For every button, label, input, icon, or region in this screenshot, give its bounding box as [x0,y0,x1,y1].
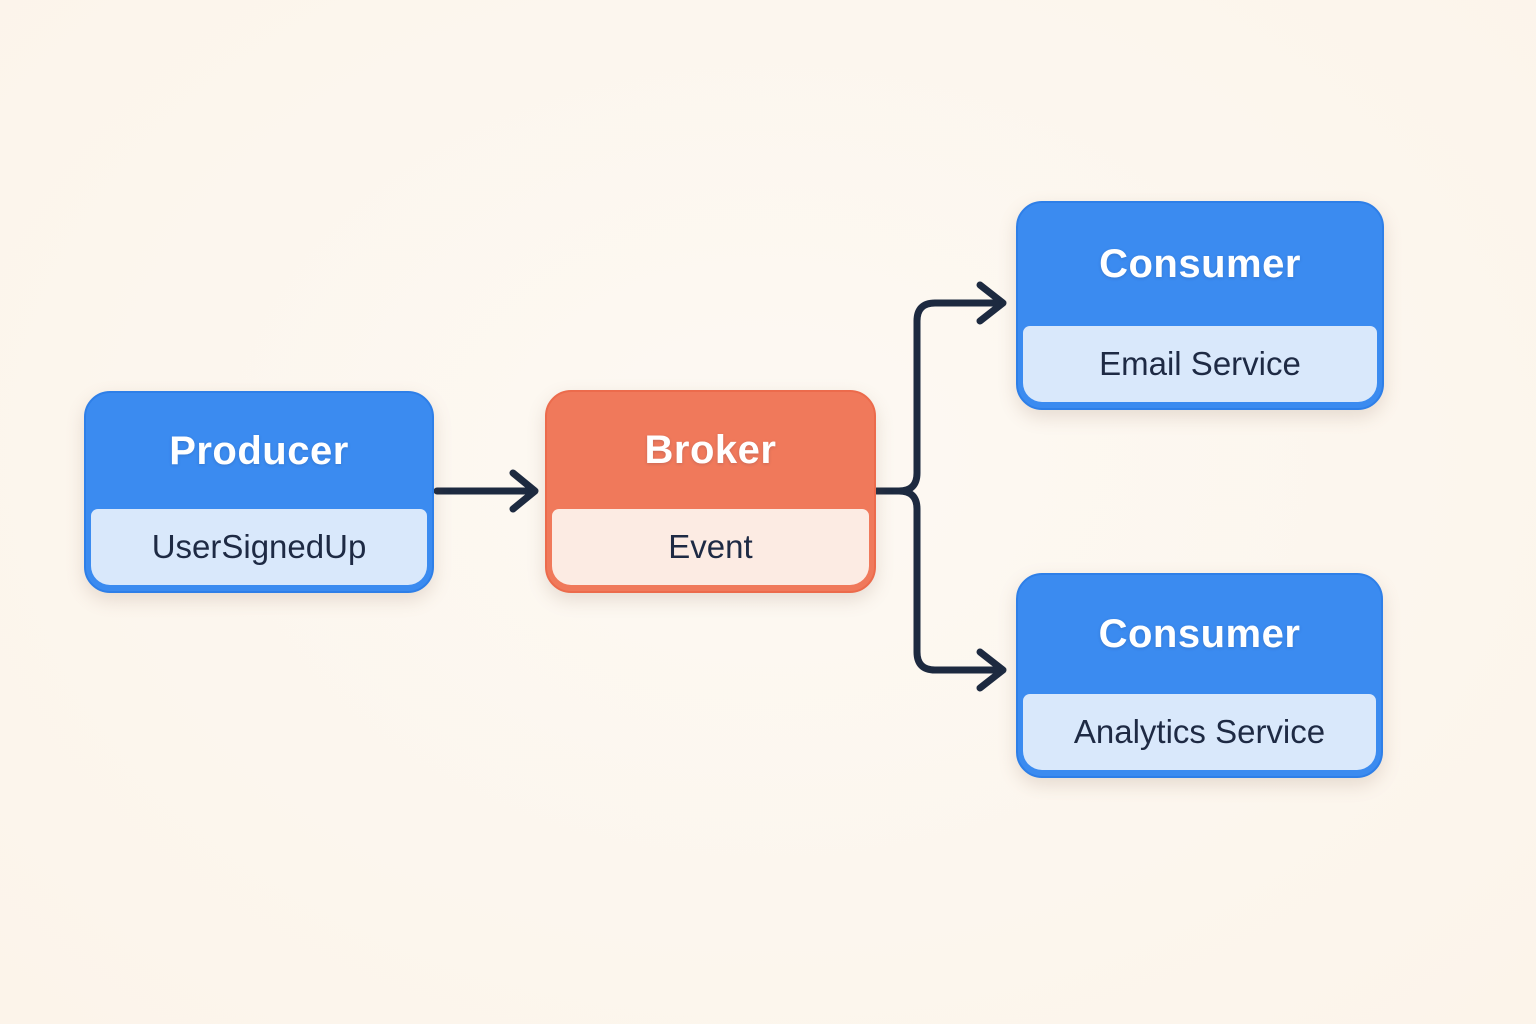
node-broker-subtitle: Event [668,528,753,565]
node-consumer-analytics-body: Analytics Service [1023,694,1376,770]
node-consumer-email-subtitle: Email Service [1099,345,1301,382]
node-producer-title: Producer [169,428,349,473]
node-broker-header: Broker [552,392,869,509]
arrowhead-icon [976,648,1007,692]
node-producer-header: Producer [91,393,427,509]
node-consumer-email: Consumer Email Service [1016,201,1384,410]
arrow-broker-to-consumer-analytics [873,487,1007,692]
node-consumer-analytics-header: Consumer [1023,575,1376,694]
arrow-broker-to-consumer-email [873,281,1007,495]
node-consumer-analytics-title: Consumer [1098,612,1301,656]
arrow-line [873,299,1001,495]
node-broker-title: Broker [644,428,777,472]
node-consumer-analytics-subtitle: Analytics Service [1073,713,1326,750]
node-consumer-email-header: Consumer [1023,203,1377,326]
node-consumer-email-body: Email Service [1023,326,1377,402]
arrow-line [873,487,1001,674]
node-producer-body: UserSignedUp [91,509,427,585]
arrowhead-icon [509,469,539,513]
arrowhead-icon [976,281,1007,325]
node-producer-subtitle: UserSignedUp [151,528,367,565]
arrow-producer-to-broker [433,469,539,513]
node-producer: Producer UserSignedUp [84,391,434,593]
node-consumer-email-title: Consumer [1099,242,1301,286]
node-consumer-analytics: Consumer Analytics Service [1016,573,1383,778]
node-broker-body: Event [552,509,869,585]
node-broker: Broker Event [545,390,876,593]
